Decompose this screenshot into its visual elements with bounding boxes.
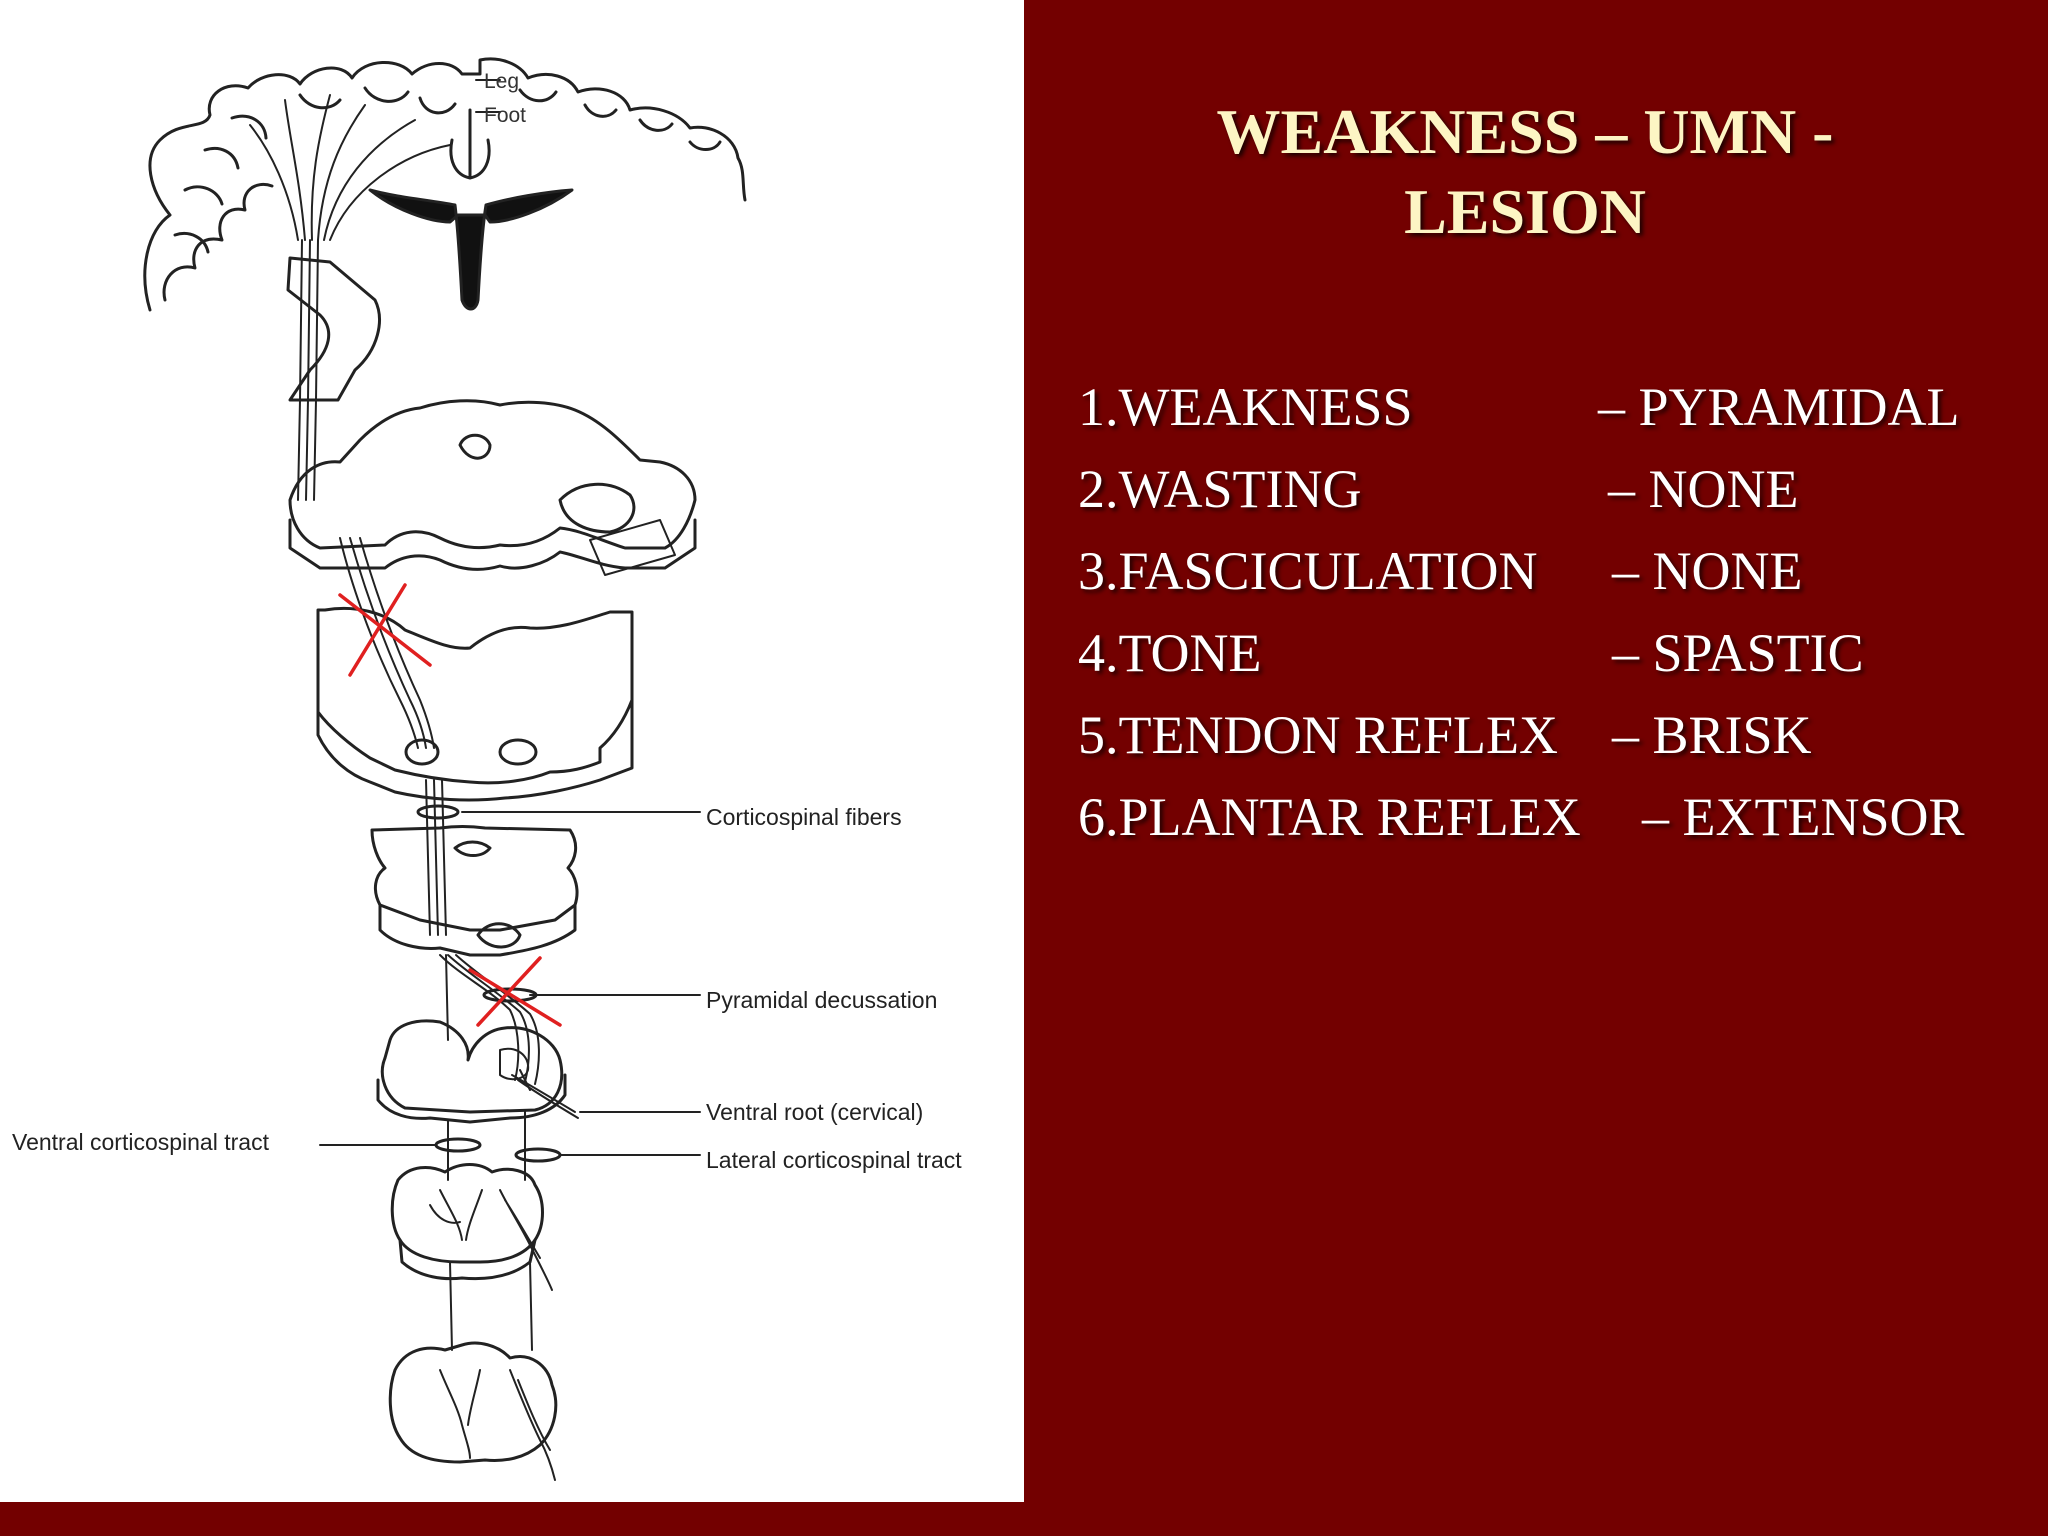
- feature-name: 4.TONE: [1078, 623, 1262, 683]
- lesion-marker-decussation: [468, 956, 562, 1027]
- midline-structure: [449, 108, 491, 180]
- thoracic-motor-fibers: [499, 1189, 553, 1291]
- feature-value: – BRISK: [1612, 705, 1812, 765]
- ventral-tract-column: [445, 954, 453, 1351]
- label-ventral-root: Ventral root (cervical): [706, 1099, 923, 1125]
- pons-pyramid-right: [498, 738, 538, 766]
- pons-pyramid-left: [404, 738, 440, 766]
- cervical-cord-upper: [380, 1019, 564, 1114]
- corticospinal-fiber-marker: [416, 804, 460, 820]
- medulla-pyramid-right: [476, 922, 522, 949]
- feature-row-tendon-reflex: 5.TENDON REFLEX – BRISK: [1078, 694, 2038, 776]
- lumbar-grey-matter: [439, 1369, 481, 1459]
- medulla-section: [370, 825, 579, 932]
- label-leg: Leg: [484, 70, 519, 93]
- midbrain-base: [288, 518, 697, 571]
- feature-row-wasting: 2.WASTING – NONE: [1078, 448, 2038, 530]
- pons-section: [316, 606, 634, 785]
- midbrain-section: [288, 399, 697, 550]
- medulla-fourth-ventricle: [453, 840, 492, 857]
- lesion-marker-midbrain: [338, 583, 432, 677]
- slide-title-line2: LESION: [1404, 176, 1646, 247]
- ventral-tract-marker: [434, 1137, 482, 1153]
- feature-name: 1.WEAKNESS: [1078, 377, 1413, 437]
- feature-name: 2.WASTING: [1078, 459, 1362, 519]
- feature-row-fasciculation: 3.FASCICULATION – NONE: [1078, 530, 2038, 612]
- lumbar-cord-section: [388, 1341, 558, 1464]
- feature-value: – EXTENSOR: [1642, 787, 1965, 847]
- midbrain-aqueduct: [458, 433, 492, 460]
- feature-row-tone: 4.TONE – SPASTIC: [1078, 612, 2038, 694]
- label-foot: Foot: [484, 104, 526, 127]
- slide-title-line1: WEAKNESS – UMN -: [1216, 96, 1834, 167]
- medulla-base: [378, 903, 577, 957]
- cerebral-cortex-outline: [143, 57, 747, 312]
- cortex-gyri-top: [298, 86, 722, 151]
- label-pyramidal-decussation: Pyramidal decussation: [706, 987, 937, 1013]
- feature-list: 1.WEAKNESS – PYRAMIDAL 2.WASTING – NONE …: [1078, 366, 2038, 858]
- feature-row-plantar-reflex: 6.PLANTAR REFLEX – EXTENSOR: [1078, 776, 2038, 858]
- feature-row-weakness: 1.WEAKNESS – PYRAMIDAL: [1078, 366, 2038, 448]
- midbrain-hatch-box: [589, 519, 676, 576]
- descending-fibers-upper: [297, 239, 319, 501]
- feature-name: 6.PLANTAR REFLEX: [1078, 787, 1581, 847]
- feature-name: 5.TENDON REFLEX: [1078, 705, 1558, 765]
- descending-fibers-pons: [339, 537, 435, 749]
- feature-value: – PYRAMIDAL: [1598, 377, 1960, 437]
- lateral-tract-column: [524, 1109, 533, 1351]
- descending-fibers-medulla: [425, 779, 447, 936]
- feature-value: – NONE: [1612, 541, 1803, 601]
- lateral-tract-marker: [514, 1147, 562, 1163]
- ventral-root-cervical: [511, 1074, 579, 1119]
- thoracic-cord-base: [398, 1238, 537, 1281]
- label-ventral-corticospinal-tract: Ventral corticospinal tract: [12, 1129, 270, 1155]
- internal-capsule: [286, 256, 381, 402]
- cervical-cord-upper-base: [376, 1073, 567, 1124]
- lumbar-motor-fibers: [509, 1369, 556, 1481]
- slide-title: WEAKNESS – UMN - LESION: [1100, 92, 1950, 252]
- label-corticospinal-fibers: Corticospinal fibers: [706, 804, 902, 830]
- feature-value: – NONE: [1608, 459, 1799, 519]
- cortex-gyri-left: [162, 114, 274, 302]
- label-lateral-corticospinal-tract: Lateral corticospinal tract: [706, 1147, 962, 1173]
- diagram-svg: Leg Foot Corticospinal fibers Pyramidal …: [12, 57, 962, 1481]
- leader-lines: [319, 79, 701, 1156]
- cerebral-peduncle-right: [558, 482, 636, 534]
- lateral-ventricles: [368, 188, 574, 311]
- radiating-fibers: [249, 94, 451, 241]
- feature-value: – SPASTIC: [1612, 623, 1864, 683]
- thoracic-grey-matter: [429, 1189, 483, 1241]
- thoracic-cord-section: [390, 1163, 544, 1264]
- corticospinal-tract-diagram: Leg Foot Corticospinal fibers Pyramidal …: [0, 0, 1024, 1502]
- feature-name: 3.FASCICULATION: [1078, 541, 1538, 601]
- pons-base: [316, 698, 634, 802]
